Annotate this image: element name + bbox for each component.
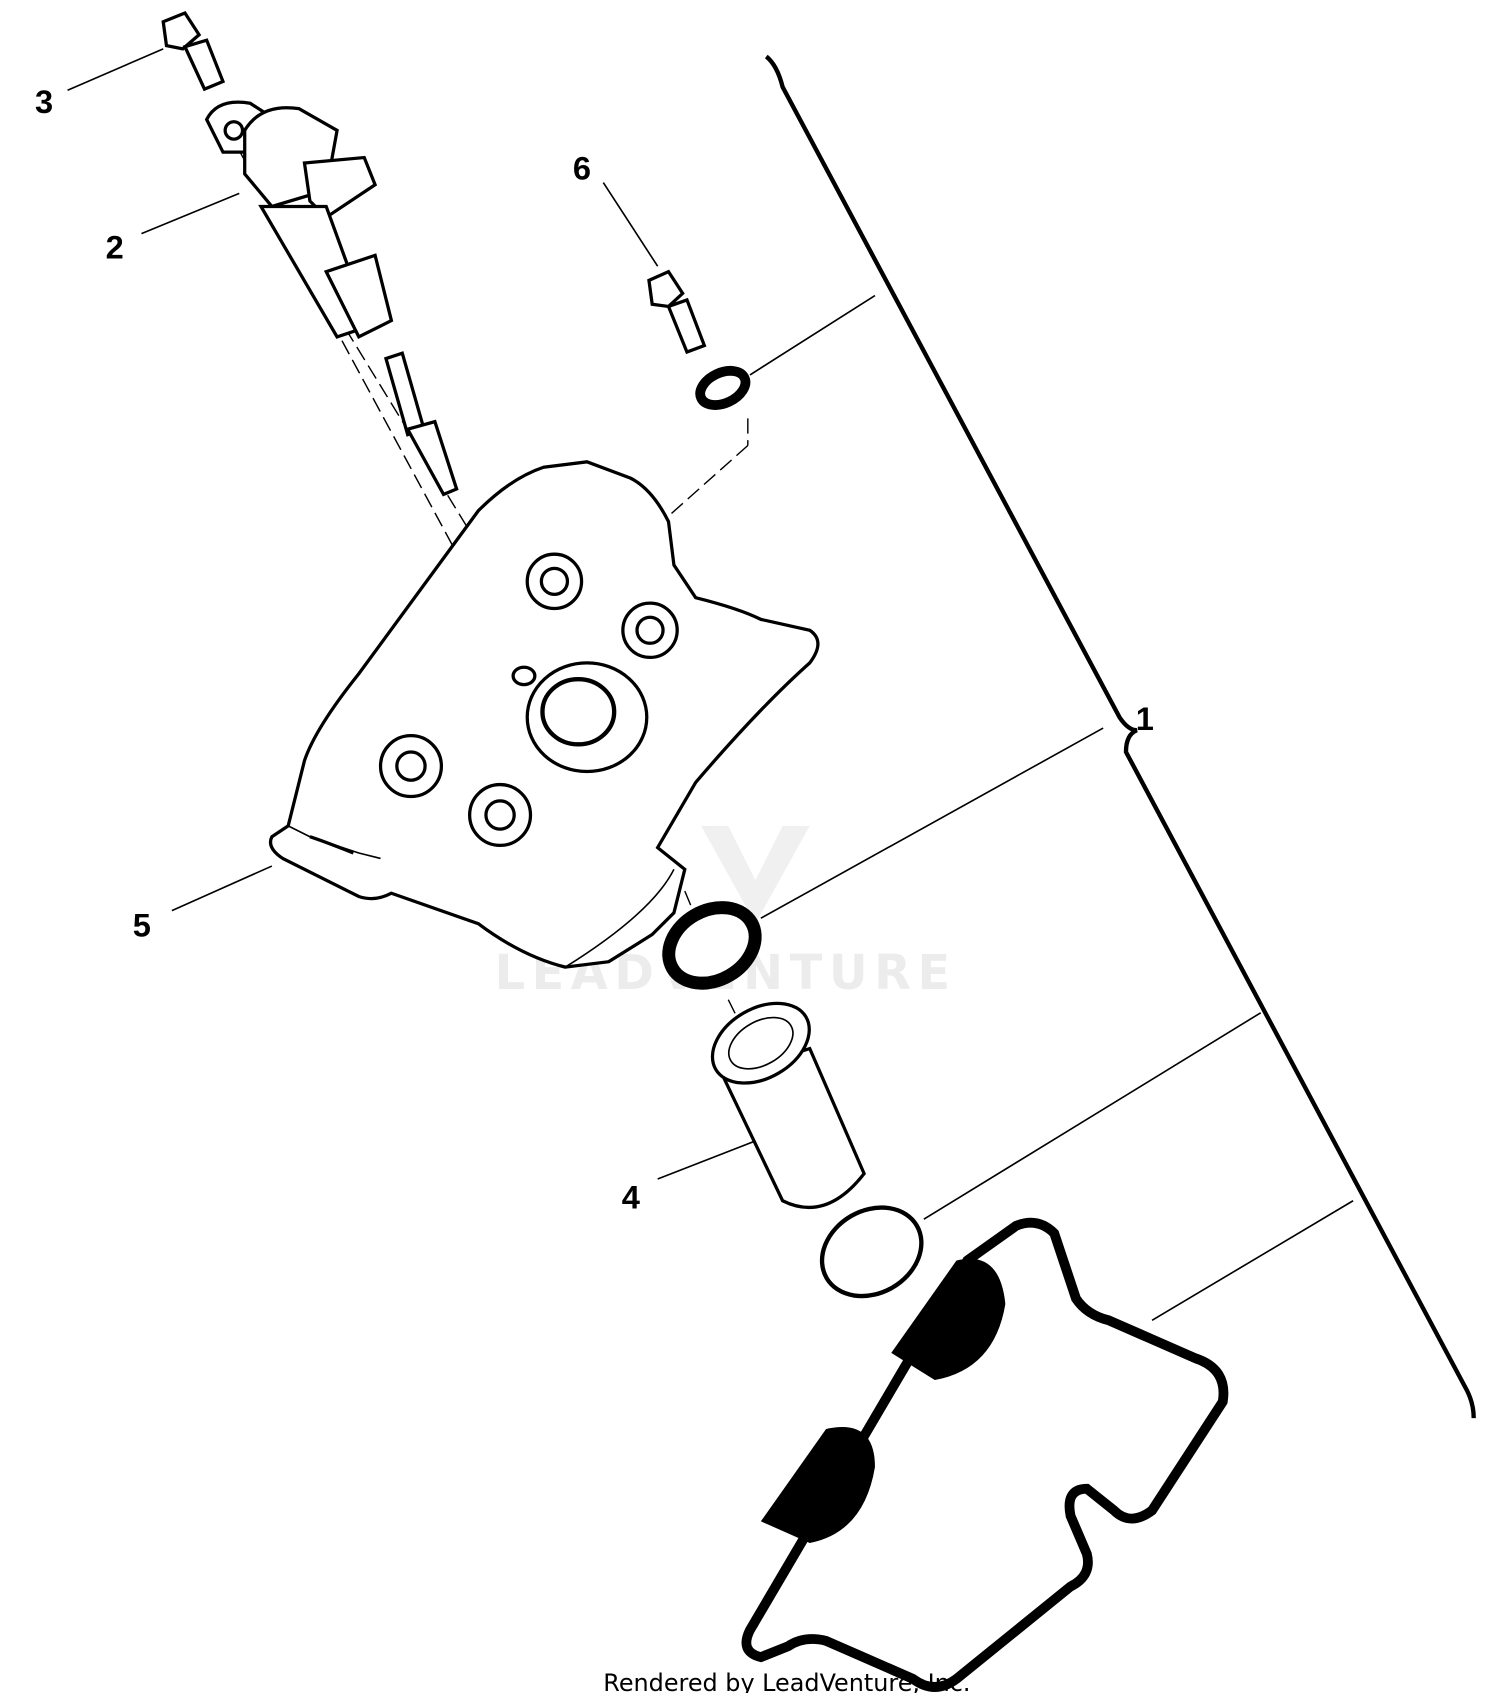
callout-2[interactable]: 2 xyxy=(106,229,124,266)
part-gasket xyxy=(741,1217,1229,1692)
part-5-valve-cover xyxy=(268,460,820,969)
part-4-tube xyxy=(710,1001,866,1209)
part-seal xyxy=(662,901,762,990)
callout-4[interactable]: 4 xyxy=(622,1178,640,1215)
part-2-ignition-coil xyxy=(204,100,459,497)
assembly-bracket xyxy=(764,54,1476,1419)
part-o-ring xyxy=(819,1205,924,1299)
callout-1[interactable]: 1 xyxy=(1136,700,1154,737)
callout-3[interactable]: 3 xyxy=(35,83,53,120)
callout-5[interactable]: 5 xyxy=(133,907,151,944)
callout-6[interactable]: 6 xyxy=(573,149,591,186)
footer-credit: Rendered by LeadVenture, Inc. xyxy=(603,1669,970,1693)
part-6-bolt xyxy=(647,269,751,410)
part-3-bolt xyxy=(161,11,226,92)
